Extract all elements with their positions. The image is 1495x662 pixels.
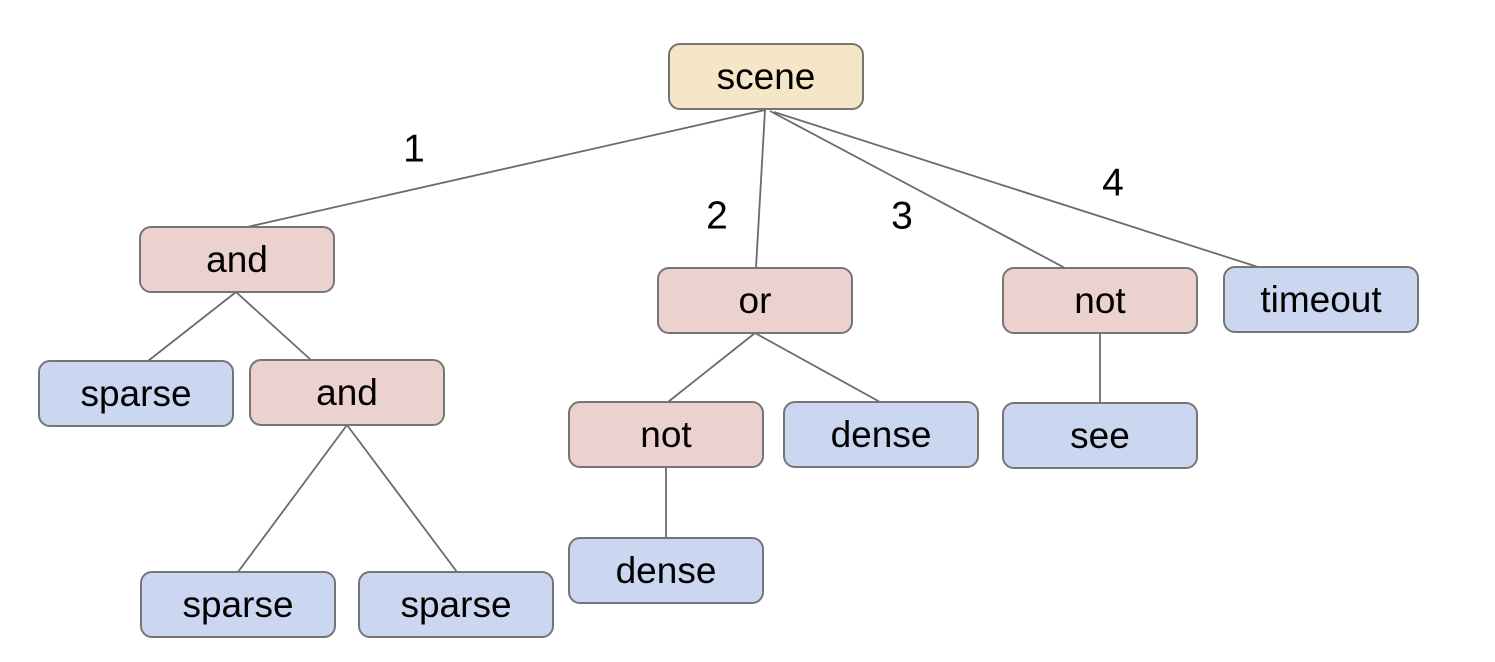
edge-scene-or	[755, 109, 766, 269]
edge-and-and	[235, 291, 312, 361]
node-timeout: timeout	[1223, 266, 1419, 333]
node-scene: scene	[668, 43, 864, 110]
node-and-2: and	[249, 359, 445, 426]
edge-label-2: 2	[706, 194, 728, 238]
node-dense-1: dense	[783, 401, 979, 468]
node-sparse-3: sparse	[358, 571, 554, 638]
edge-or-not	[667, 332, 756, 403]
edge-label-4: 4	[1102, 161, 1124, 205]
edge-scene-timeout	[773, 111, 1259, 268]
node-dense-2: dense	[568, 537, 764, 604]
node-sparse-1: sparse	[38, 360, 234, 427]
edge-scene-and	[246, 109, 766, 228]
edge-scene-not	[769, 110, 1066, 269]
node-sparse-2: sparse	[140, 571, 336, 638]
node-see: see	[1002, 402, 1198, 469]
node-or: or	[657, 267, 853, 334]
edge-label-3: 3	[891, 194, 913, 238]
edge-and2-sparse2	[237, 424, 348, 573]
node-not-2: not	[568, 401, 764, 468]
node-and-1: and	[139, 226, 335, 293]
edge-and2-sparse3	[346, 424, 458, 573]
edge-label-1: 1	[403, 127, 425, 171]
edge-or-dense	[754, 332, 881, 403]
edge-and-sparse	[147, 291, 237, 362]
node-not-1: not	[1002, 267, 1198, 334]
